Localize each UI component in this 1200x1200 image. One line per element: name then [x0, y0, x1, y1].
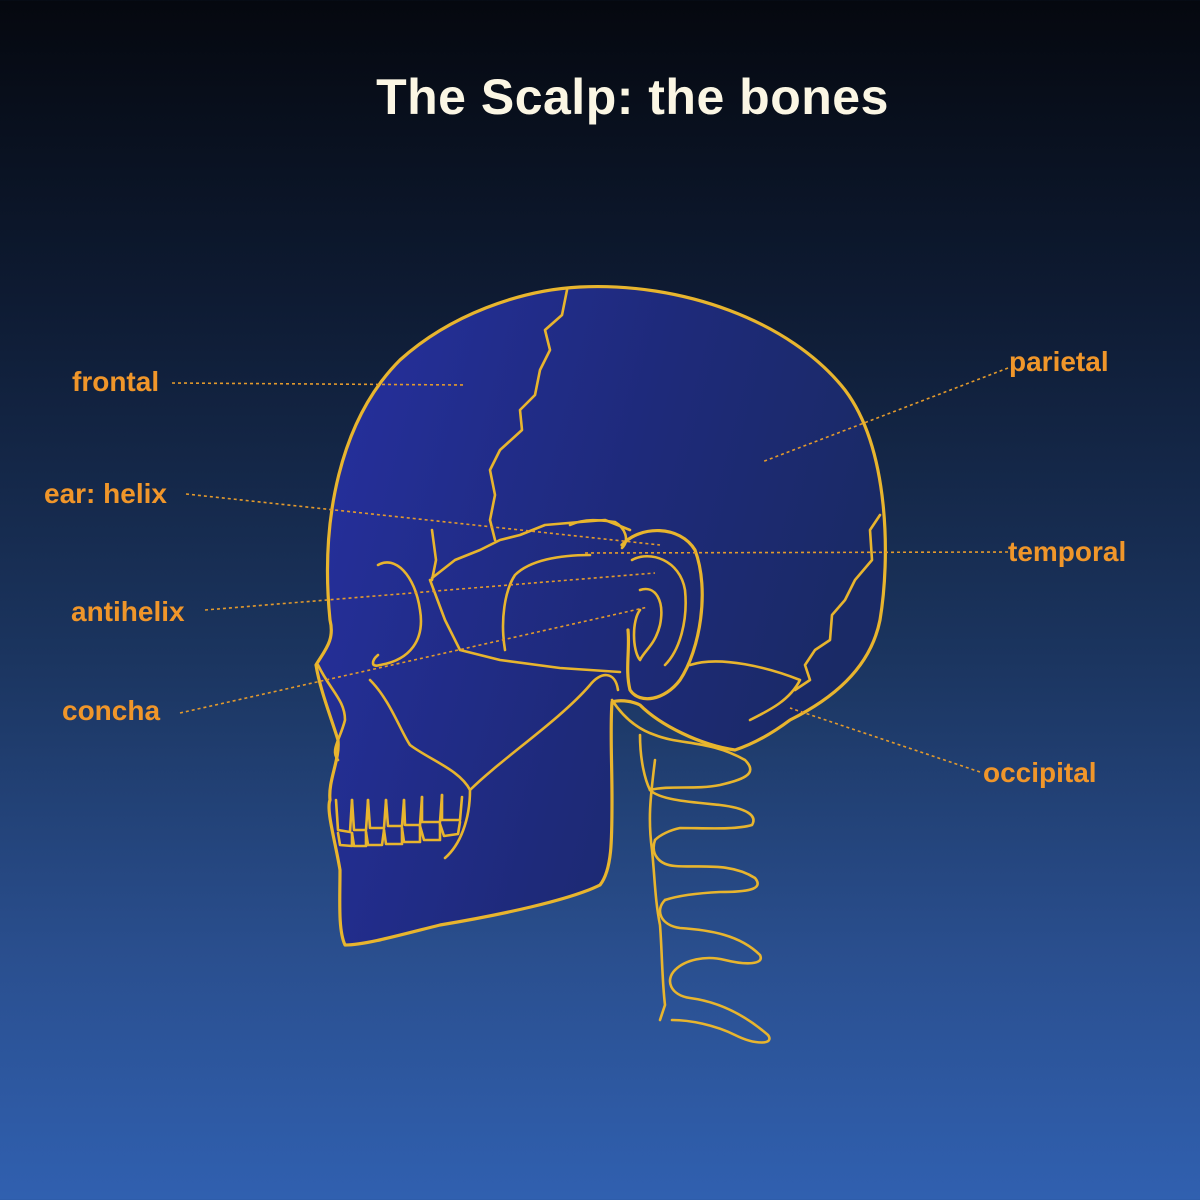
upper-teeth	[334, 793, 464, 834]
coronal-suture	[488, 288, 569, 542]
label-parietal: parietal	[1009, 346, 1109, 377]
leader-concha	[179, 606, 649, 714]
label-concha: concha	[62, 695, 161, 726]
ear-helix-shape	[620, 529, 704, 701]
nasal-line	[316, 663, 347, 762]
lambdoid-suture	[793, 513, 882, 692]
occipital-base-line	[688, 660, 802, 722]
label-antihelix: antihelix	[71, 596, 185, 627]
label-ear-helix: ear: helix	[44, 478, 167, 509]
zygomatic-arch	[428, 578, 622, 674]
label-temporal: temporal	[1008, 536, 1127, 567]
leader-ear-helix	[185, 493, 661, 546]
sphenoid-line	[430, 528, 438, 582]
temporal-bump	[568, 518, 628, 550]
diagram-title: The Scalp: the bones	[376, 69, 889, 125]
leader-temporal	[581, 551, 1009, 554]
leader-frontal	[171, 382, 466, 386]
ear-antihelix-shape	[630, 555, 687, 667]
leader-parietal	[761, 367, 1009, 463]
mandible	[368, 673, 620, 860]
label-occipital: occipital	[983, 757, 1097, 788]
skull-outline	[314, 284, 887, 947]
label-frontal: frontal	[72, 366, 160, 397]
lower-teeth	[336, 820, 462, 848]
ear-concha-shape	[632, 587, 663, 662]
temporal-line-inner	[501, 553, 592, 652]
leader-occipital	[789, 707, 981, 773]
leader-lines	[171, 367, 1009, 773]
cervical-spine	[610, 698, 771, 1044]
orbit	[371, 561, 423, 667]
